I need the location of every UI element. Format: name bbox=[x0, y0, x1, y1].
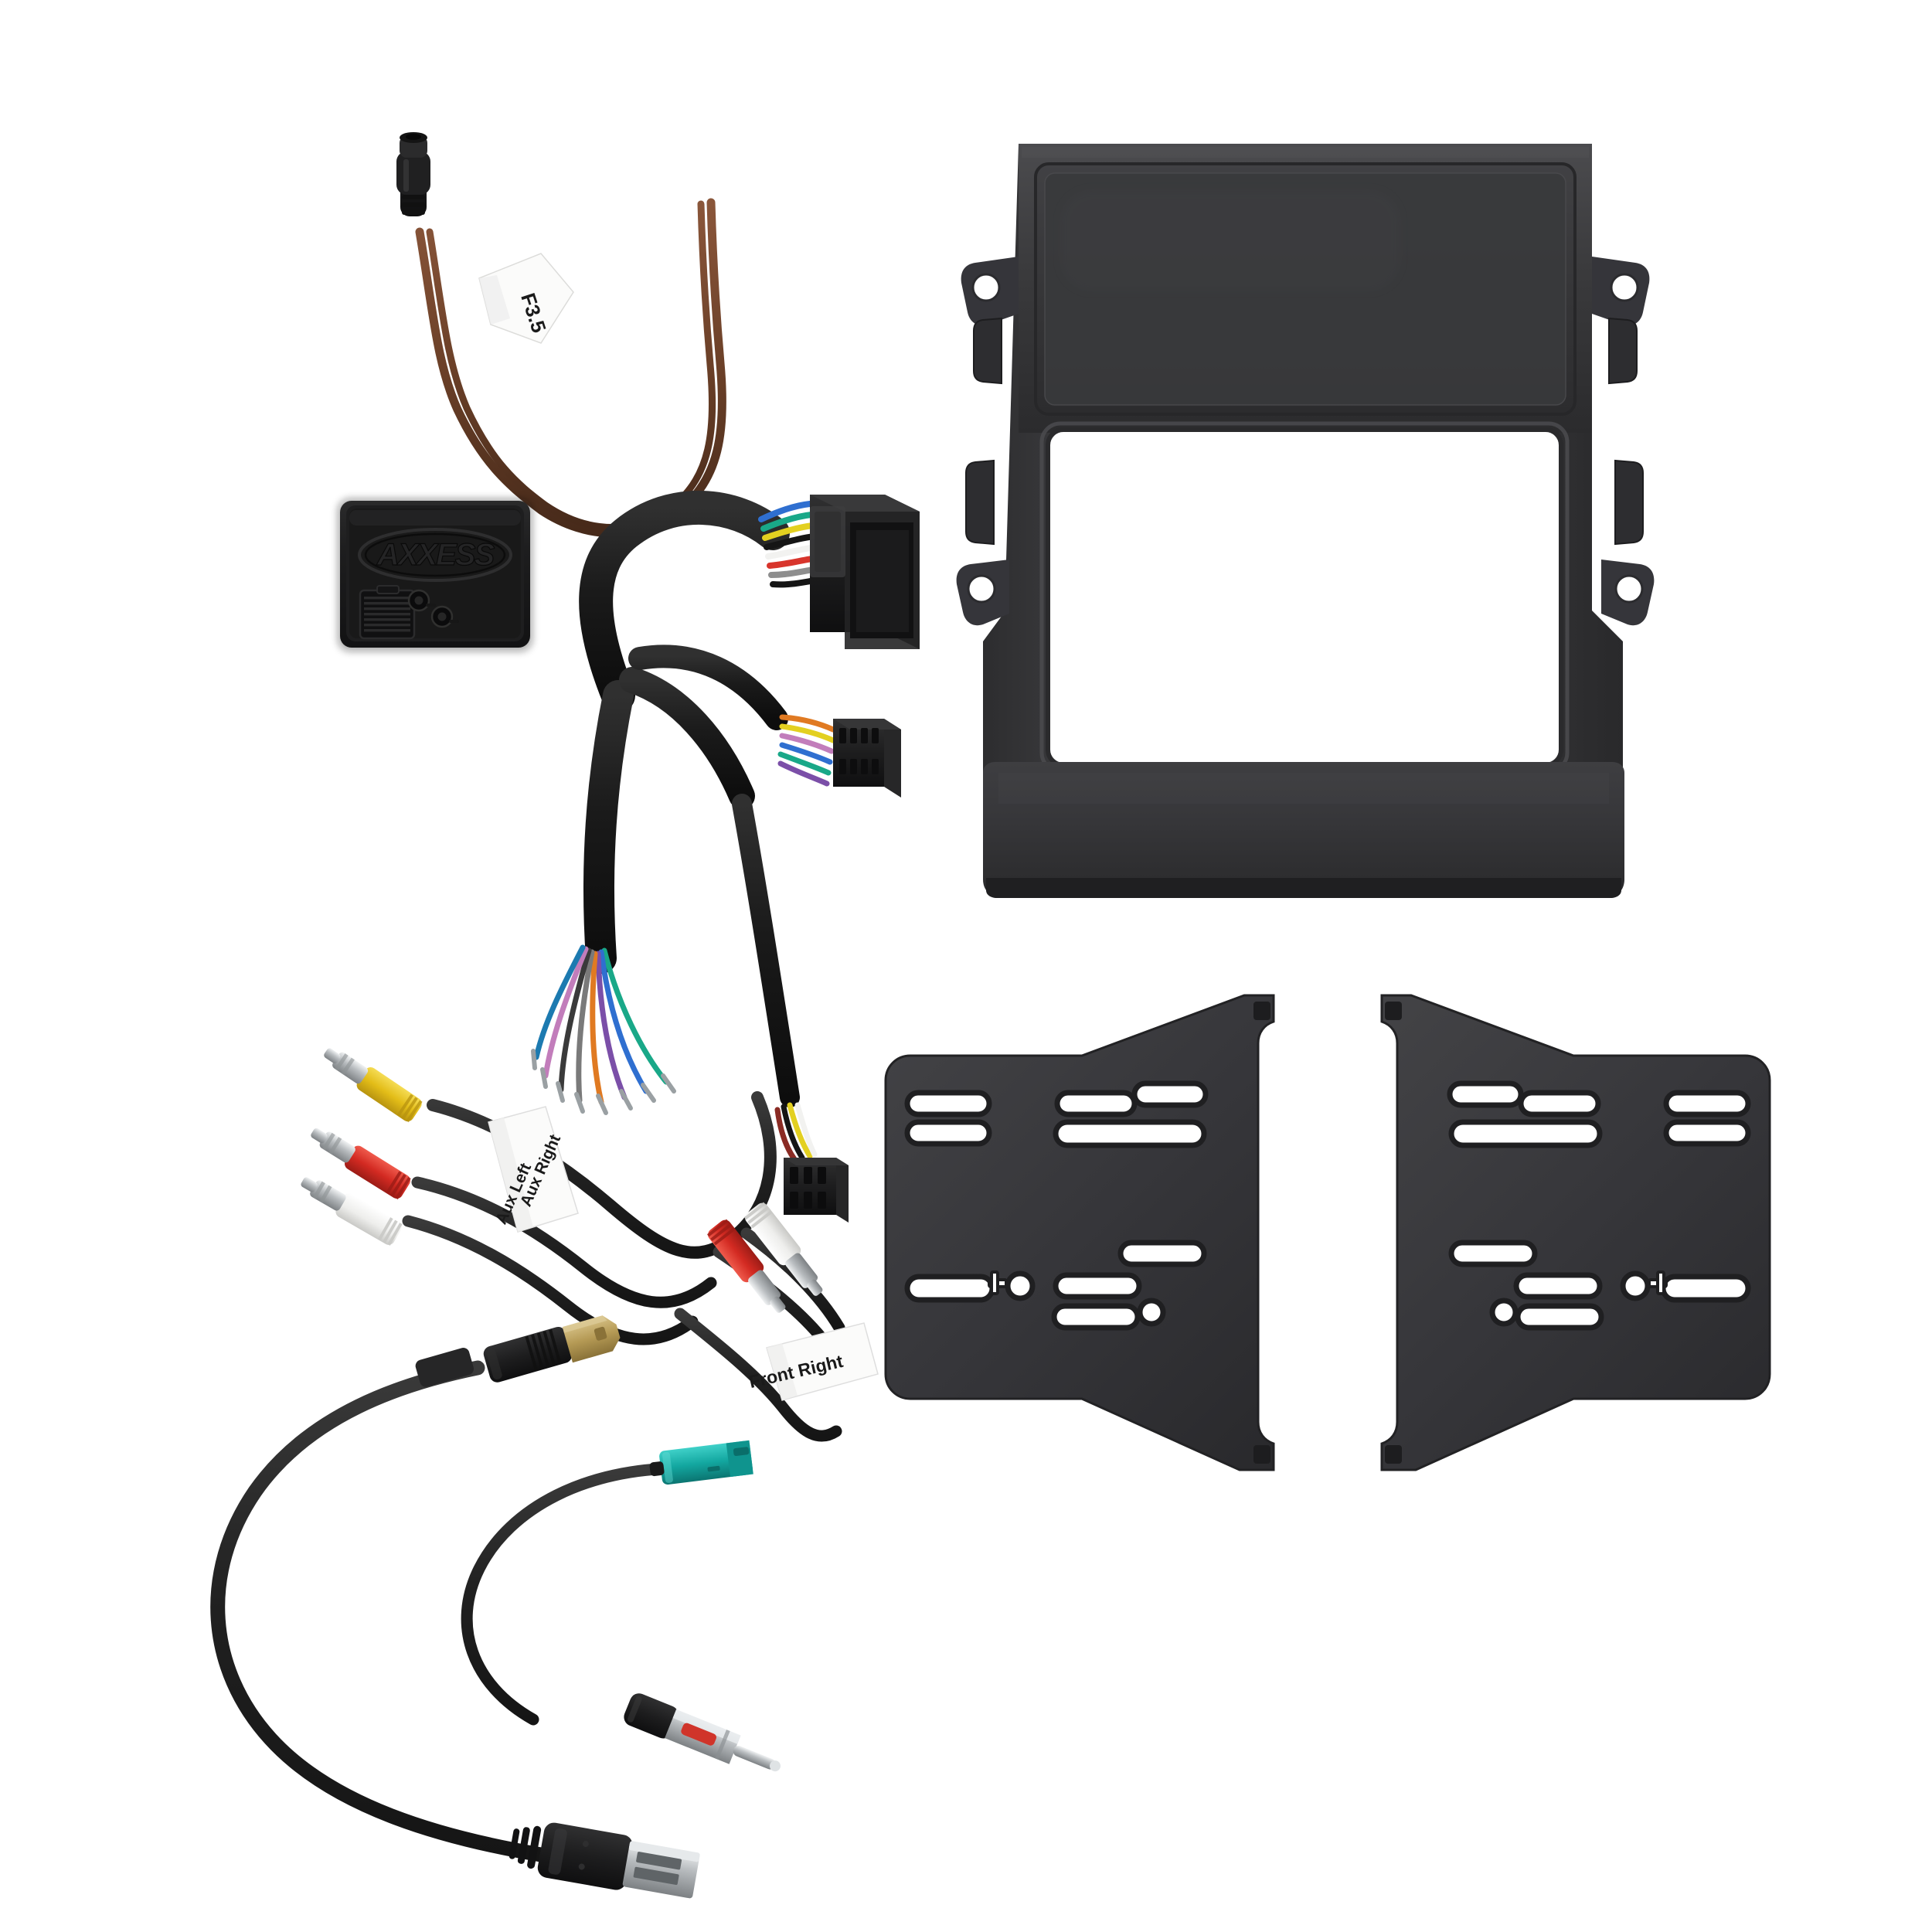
harness-trunk-down bbox=[583, 680, 634, 974]
bracket-left-holes bbox=[1005, 1270, 1166, 1327]
harness-trunk-upper bbox=[579, 490, 790, 713]
wiring-harness bbox=[531, 490, 920, 1223]
cable-inline-block bbox=[415, 1348, 474, 1387]
rca-cable-white-lead bbox=[402, 1215, 699, 1345]
dash-kit-bezel bbox=[956, 144, 1655, 898]
bracket-right bbox=[1380, 994, 1771, 1471]
bezel-clip-tabs bbox=[965, 317, 1644, 546]
bracket-right-edge-tabs bbox=[1385, 1002, 1402, 1464]
rca-cable-group-front bbox=[674, 1202, 879, 1442]
module-ribbed-port bbox=[359, 585, 416, 640]
oem-connector-plug bbox=[810, 495, 920, 649]
bracket-right-slots bbox=[1447, 1080, 1751, 1331]
antenna-usb-cable-group bbox=[210, 1315, 781, 1899]
module-jack-1 bbox=[407, 589, 436, 612]
harness-loose-wires bbox=[531, 944, 676, 1115]
svg-text:AXXESS: AXXESS bbox=[376, 538, 495, 572]
bracket-left-plate bbox=[884, 994, 1275, 1471]
rca-plug-red bbox=[311, 1128, 411, 1200]
aux-cable-label-flag bbox=[488, 1106, 579, 1233]
axxess-logo-emboss: AXXESS bbox=[358, 528, 512, 582]
harness-6pin-connector bbox=[774, 1102, 849, 1223]
bezel-mount-ear-right-top bbox=[1592, 257, 1650, 326]
front-right-label-flag bbox=[766, 1322, 879, 1401]
bracket-left-pin-marker bbox=[988, 1270, 1008, 1295]
harness-12pin-connector bbox=[777, 714, 901, 798]
bezel-mount-ear-left-top bbox=[961, 257, 1019, 326]
antenna-barrel-connector bbox=[396, 132, 430, 216]
bracket-right-plate bbox=[1380, 994, 1771, 1471]
harness-branch-b bbox=[628, 645, 788, 730]
bracket-right-pin-marker bbox=[1648, 1270, 1668, 1295]
rca-plug-front-white bbox=[743, 1202, 823, 1296]
bezel-din-opening bbox=[1046, 427, 1563, 767]
fakra-antenna-connector bbox=[649, 1440, 753, 1485]
din-antenna-plug bbox=[624, 1693, 781, 1772]
rca-cable-red-lead bbox=[411, 1176, 717, 1308]
bracket-left-edge-tabs bbox=[1253, 1002, 1270, 1464]
harness-branch-tail bbox=[732, 794, 800, 1107]
rca-plug-front-red bbox=[706, 1219, 786, 1313]
bezel-lower-apron bbox=[983, 762, 1624, 898]
bezel-mount-ear-left-bottom bbox=[956, 560, 1009, 626]
bezel-mount-ear-right-bottom bbox=[1601, 560, 1655, 626]
antenna-cable-loop bbox=[461, 1462, 686, 1726]
usb-type-a-plug bbox=[509, 1822, 700, 1899]
harness-branch-a bbox=[619, 667, 755, 809]
interface-module: AXXESS bbox=[338, 498, 532, 651]
front-rca-return bbox=[674, 1308, 842, 1442]
rca-cable-group-aux bbox=[301, 1048, 777, 1345]
module-jack-2 bbox=[430, 605, 459, 628]
bezel-apron-lip bbox=[986, 878, 1621, 898]
antenna-cable-label bbox=[478, 253, 574, 344]
rca-plug-white bbox=[301, 1177, 403, 1246]
brass-antenna-connector bbox=[483, 1315, 621, 1383]
bracket-right-holes bbox=[1489, 1270, 1651, 1327]
usb-cable-loop bbox=[210, 1360, 549, 1862]
rca-plug-yellow bbox=[324, 1048, 423, 1123]
bracket-left bbox=[884, 994, 1275, 1471]
bracket-left-slots bbox=[904, 1080, 1209, 1331]
